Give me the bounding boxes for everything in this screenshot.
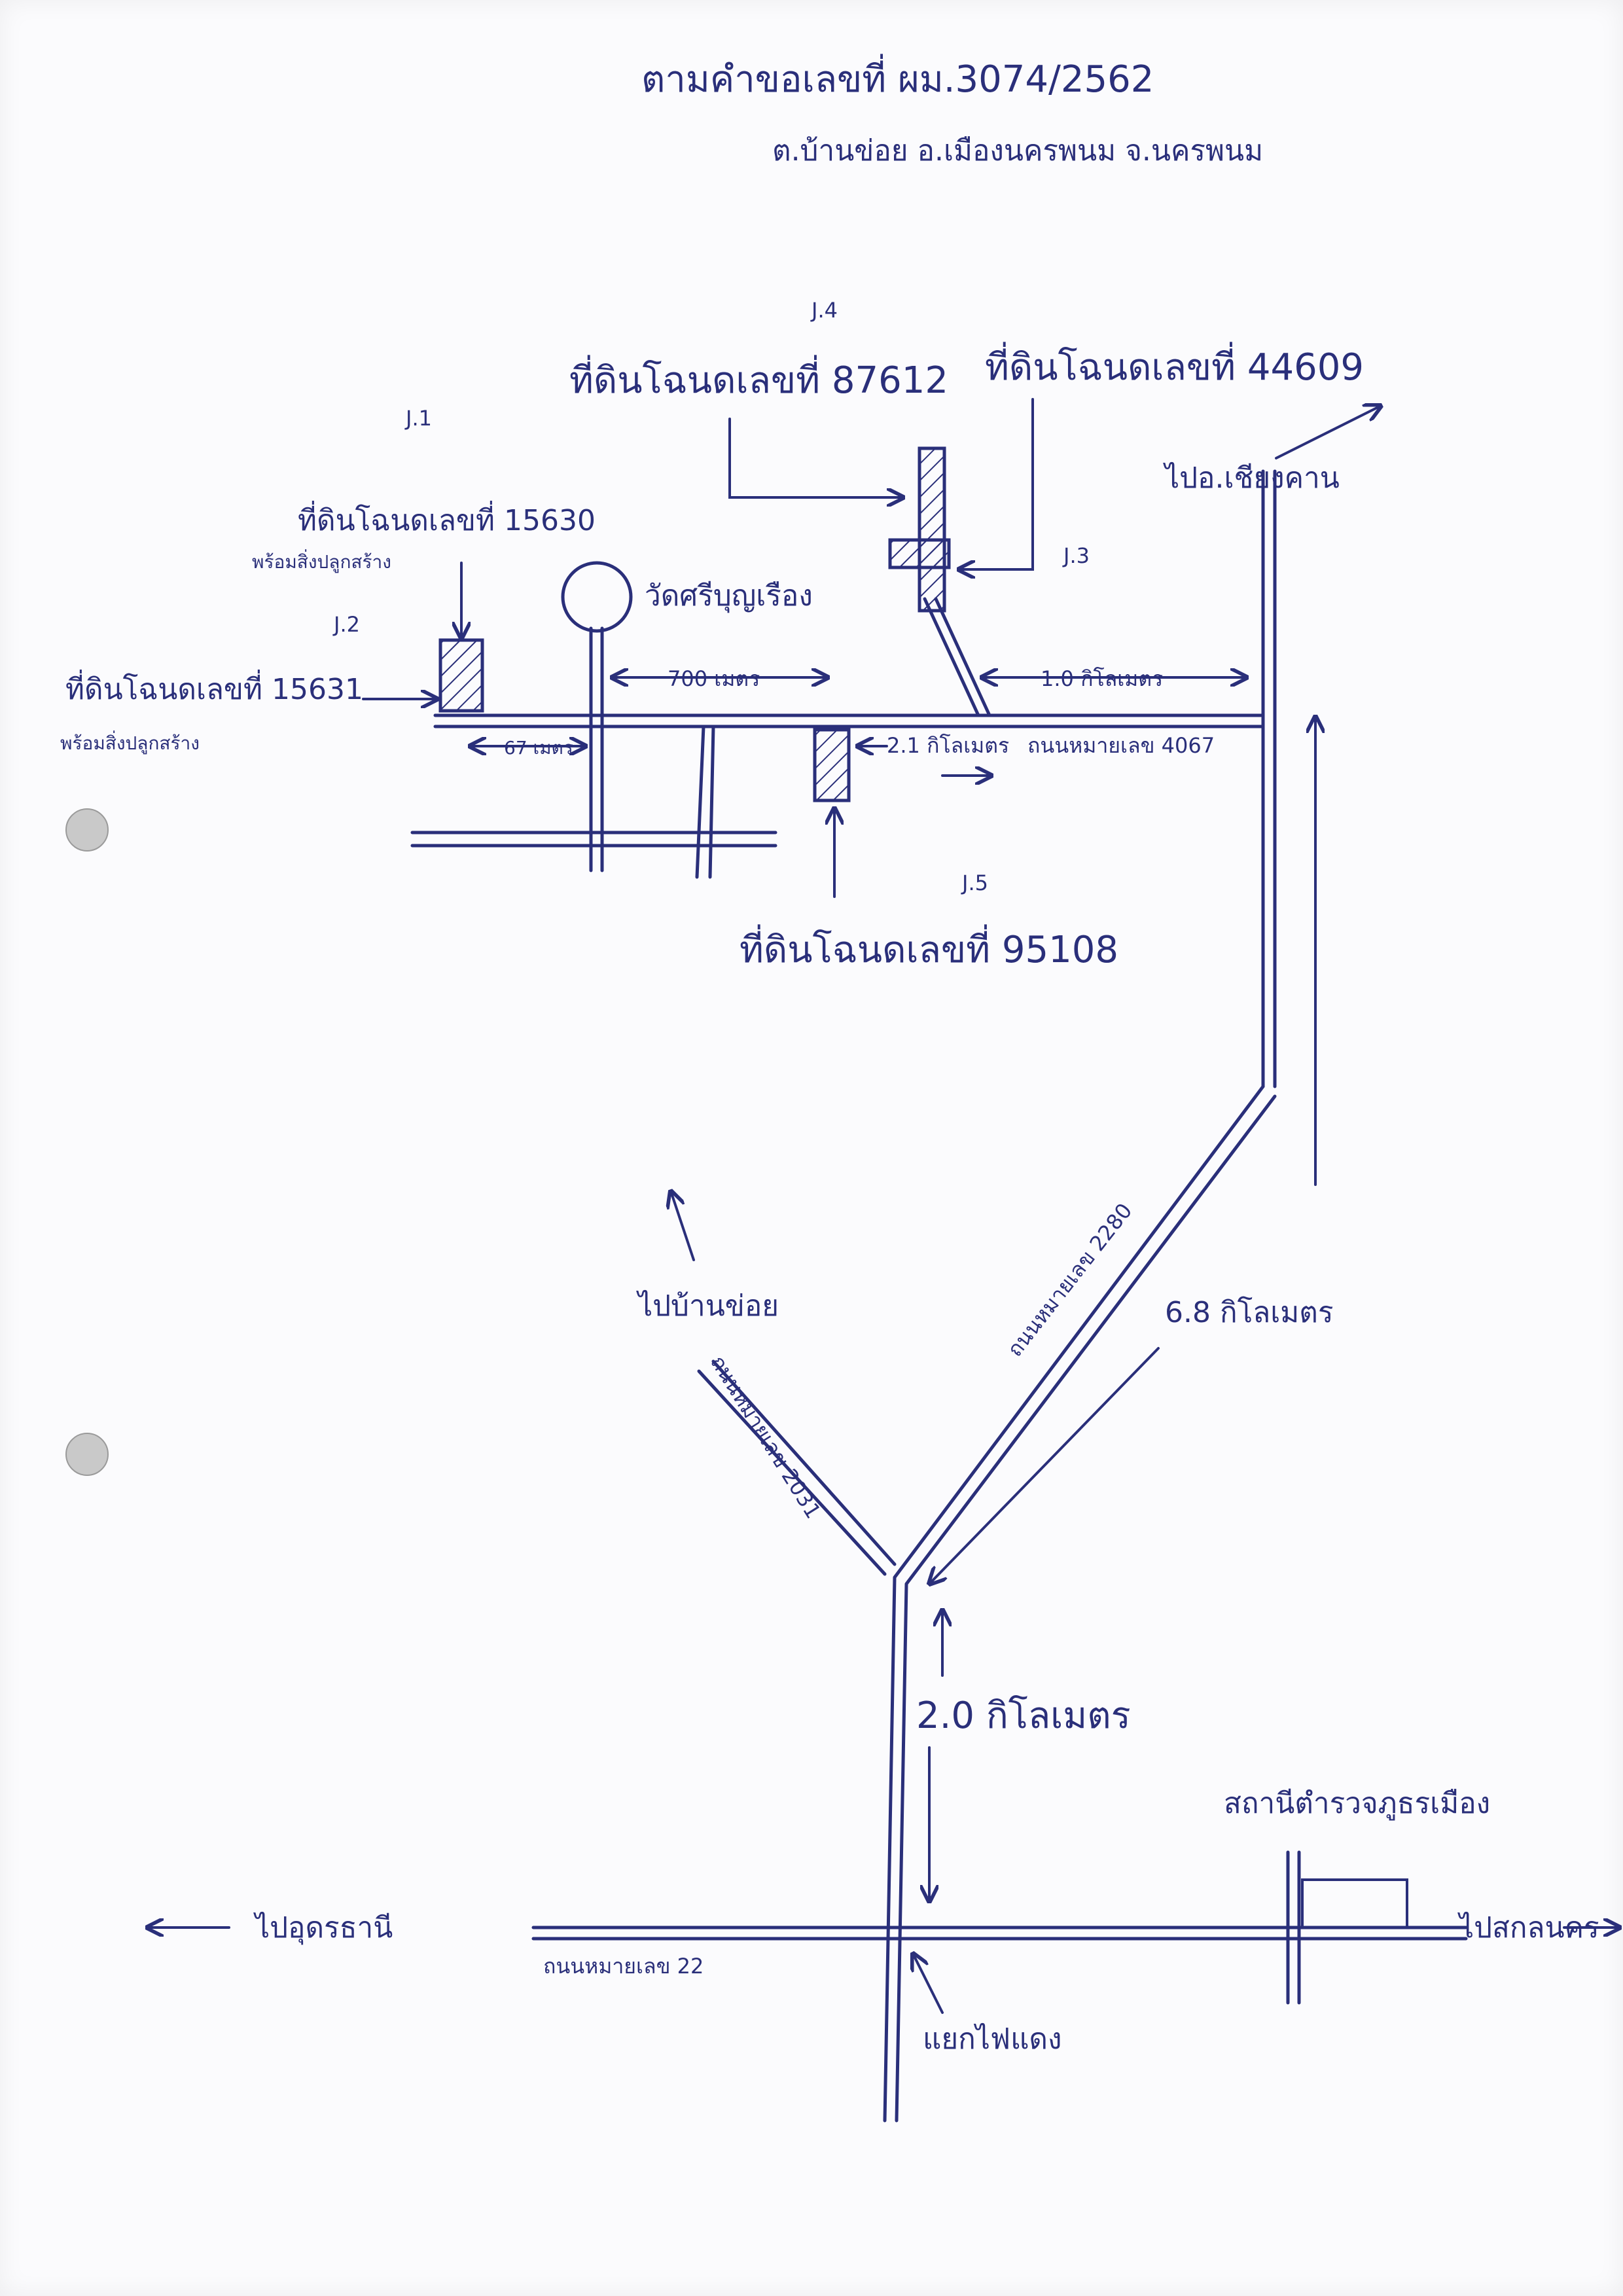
parcel-id: J.4 [810, 298, 838, 323]
punch-hole-icon [65, 1433, 109, 1476]
direction-label: ไปบ้านข่อย [636, 1289, 779, 1323]
temple-label: วัดศรีบุญเรือง [645, 579, 813, 613]
parcel-note: พร้อมสิ่งปลูกสร้าง [60, 730, 200, 755]
location-text: ต.บ้านข่อย อ.เมืองนครพนม จ.นครพนม [772, 134, 1263, 168]
police-station-label: สถานีตำรวจภูธรเมือง [1224, 1787, 1490, 1821]
punch-hole-icon [65, 808, 109, 852]
distance-2km: 2.0 กิโลเมตร [916, 1695, 1131, 1737]
direction-label: ไปอุดรธานี [253, 1911, 393, 1945]
direction-arrow [671, 1191, 695, 1261]
parcel-label: ที่ดินโฉนดเลขที่ 15631 [65, 669, 363, 706]
parcel-label: ที่ดินโฉนดเลขที่ 15630 [298, 500, 596, 537]
distance-67: 67 เมตร [504, 737, 573, 759]
road-4067-label: ถนนหมายเลข 4067 [1027, 733, 1215, 758]
direction-label: ไปอ.เชียงคาน [1163, 461, 1340, 495]
parcel-j2-shape [438, 638, 484, 713]
case-ref-text: ตามคำขอเลขที่ ผม.3074/2562 [641, 54, 1154, 101]
road-2280-line [883, 1085, 1265, 2123]
temple-icon [561, 561, 633, 633]
parcel-label: ที่ดินโฉนดเลขที่ 95108 [740, 924, 1118, 971]
road-2031-line [697, 1369, 887, 1576]
parcel-j3-shape [888, 538, 951, 569]
direction-arrow [913, 1954, 944, 2014]
access-road [923, 597, 980, 717]
police-station-icon [1301, 1878, 1408, 1929]
distance-2-1km: 2.1 กิโลเมตร [887, 733, 1009, 758]
pointer-arrow [728, 418, 903, 497]
parcel-label: ที่ดินโฉนดเลขที่ 87612 [569, 355, 948, 402]
direction-label: ไปสกลนคร [1457, 1911, 1599, 1945]
parcel-j4-shape [918, 446, 946, 613]
parcel-id: J.2 [332, 612, 360, 637]
pointer-arrow [959, 398, 1034, 569]
road-2031-label: ถนนหมายเลข 2031 [705, 1351, 826, 1523]
direction-arrow [1275, 406, 1381, 459]
distance-1km: 1.0 กิโลเมตร [1041, 666, 1163, 691]
distance-700: 700 เมตร [668, 666, 760, 691]
parcel-note: พร้อมสิ่งปลูกสร้าง [252, 549, 391, 573]
side-street [708, 725, 715, 879]
distance-arrow [929, 1347, 1160, 1584]
side-street [695, 725, 705, 879]
road-2031-line [711, 1359, 897, 1566]
road-2280-line [895, 1094, 1277, 2123]
parcel-j5-shape [813, 728, 851, 802]
parcel-label: ที่ดินโฉนดเลขที่ 44609 [985, 342, 1364, 389]
road-22-label: ถนนหมายเลข 22 [543, 1954, 704, 1979]
access-road [934, 597, 991, 717]
parcel-id: J.5 [961, 870, 988, 895]
junction-label: แยกไฟแดง [923, 2022, 1061, 2056]
parcel-id: J.3 [1062, 543, 1090, 568]
distance-6-8km: 6.8 กิโลเมตร [1165, 1296, 1333, 1329]
parcel-id: J.1 [404, 406, 432, 431]
